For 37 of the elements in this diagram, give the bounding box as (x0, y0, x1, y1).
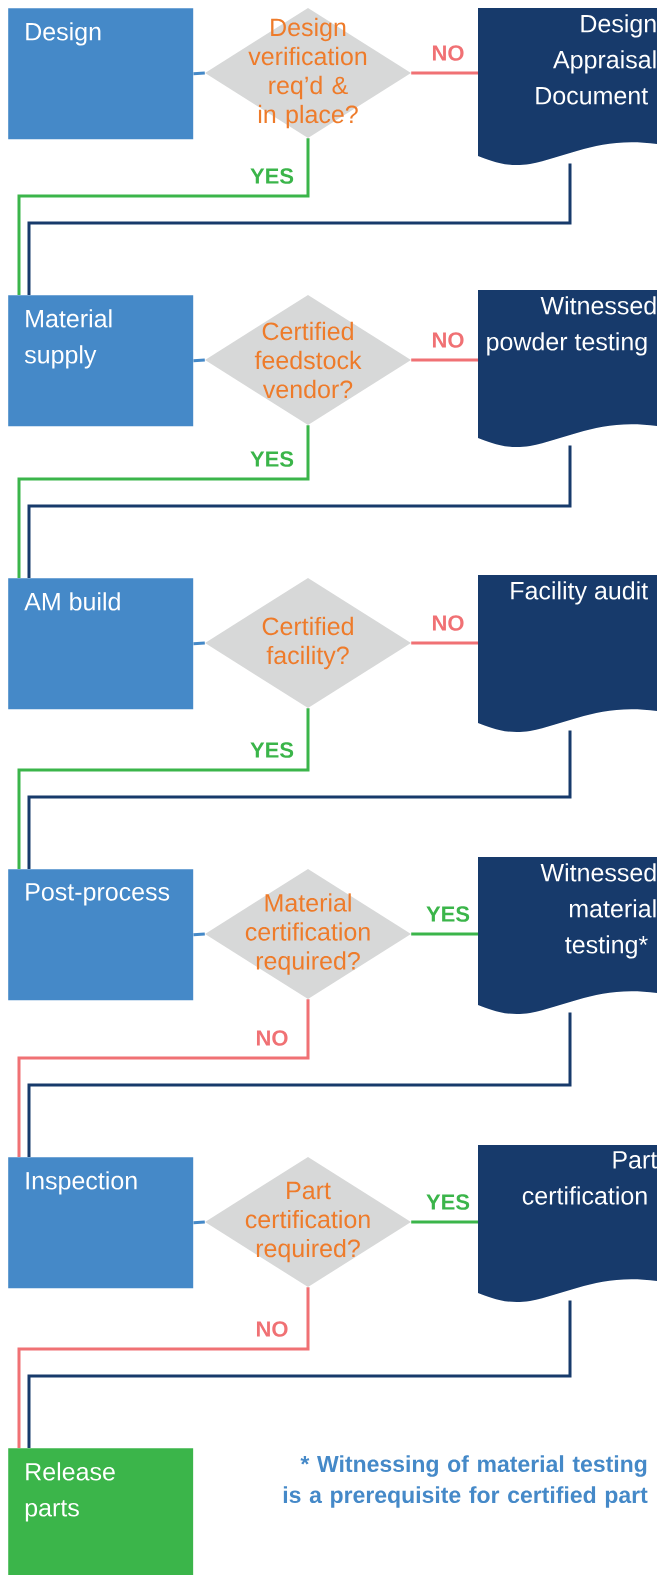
end-box: Release parts (8, 1448, 194, 1575)
connector-line (193, 358, 205, 363)
process-box: Material supply (8, 295, 194, 427)
edge-label: YES (249, 167, 295, 185)
connector-line (17, 999, 310, 1157)
edge-label: NO (254, 1029, 290, 1047)
process-box: Inspection (8, 1157, 194, 1289)
edge-label: YES (249, 741, 295, 759)
connector-line (27, 163, 572, 295)
connector-line (27, 445, 572, 578)
connector-line (17, 708, 310, 869)
footnote-text: * Witnessing of material testing is a prerequisite for certified part (283, 1455, 648, 1508)
edge-label: NO (254, 1320, 290, 1338)
connector-line (27, 730, 572, 869)
edge-label: NO (430, 44, 466, 62)
connector-line (27, 1012, 572, 1157)
connector-line (411, 1220, 478, 1224)
edge-label: YES (425, 905, 471, 923)
process-box: Post-process (8, 869, 194, 1001)
connector-line (411, 358, 478, 362)
edge-label: NO (430, 614, 466, 632)
connector-line (17, 425, 310, 578)
edge-label: YES (425, 1193, 471, 1211)
connector-line (193, 1220, 205, 1225)
connector-line (17, 1287, 310, 1448)
edge-label: YES (249, 450, 295, 468)
connector-line (193, 641, 205, 646)
connector-line (27, 1300, 572, 1448)
connector-line (411, 932, 478, 936)
connector-line (411, 641, 478, 645)
process-box: AM build (8, 578, 194, 710)
process-box: Design (8, 8, 194, 140)
connector-line (193, 932, 205, 937)
connector-line (411, 71, 478, 75)
edge-label: NO (430, 331, 466, 349)
connector-line (17, 138, 310, 295)
connector-line (193, 71, 205, 76)
